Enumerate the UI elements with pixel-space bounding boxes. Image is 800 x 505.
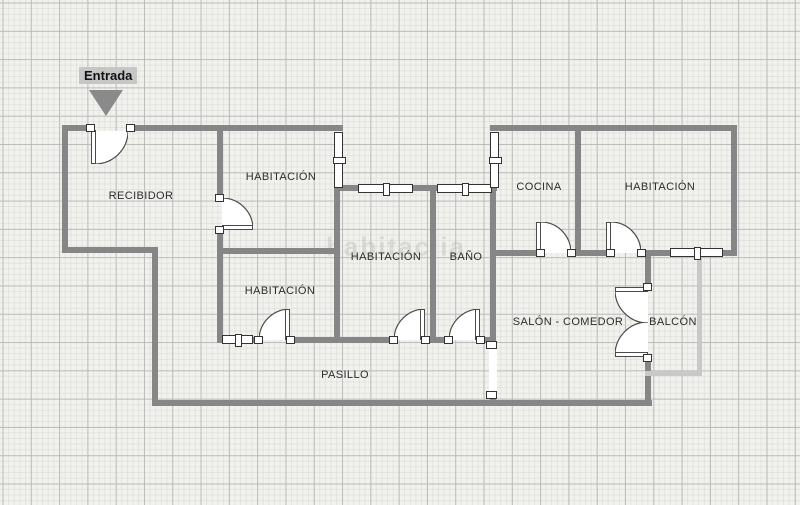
wall-segment: [62, 125, 88, 131]
window-icon: [489, 132, 502, 188]
wall-segment: [62, 247, 158, 253]
wall-segment: [217, 125, 223, 198]
wall-segment: [217, 230, 223, 343]
wall-segment: [425, 337, 449, 343]
door-jamb-marker: [389, 336, 398, 344]
door-jamb-marker: [643, 354, 652, 362]
wall-segment: [490, 185, 496, 347]
door-jamb-marker: [215, 226, 224, 234]
wall-segment: [337, 185, 497, 191]
door-jamb-marker: [286, 336, 295, 344]
door-leaf: [222, 225, 253, 230]
wall-segment: [62, 125, 68, 253]
door-jamb-marker: [254, 336, 263, 344]
door-jamb-marker: [126, 124, 135, 132]
room-label-balcon: BALCÓN: [649, 316, 697, 328]
room-label-habitacion-top-left: HABITACIÓN: [245, 171, 317, 183]
window-icon: [358, 183, 413, 196]
room-label-salon-comedor: SALÓN - COMEDOR: [512, 316, 624, 328]
door-jamb-marker: [476, 336, 485, 344]
door-icon: [541, 222, 571, 253]
entrance-arrow-icon: [89, 90, 123, 116]
room-label-cocina: COCINA: [516, 181, 562, 193]
window-icon: [333, 132, 346, 188]
room-label-habitacion-top-right: HABITACIÓN: [624, 181, 696, 193]
door-jamb-marker: [421, 336, 430, 344]
door-icon: [222, 198, 253, 229]
door-jamb-marker: [567, 249, 576, 257]
wall-segment: [571, 250, 611, 256]
room-label-recibidor: RECIBIDOR: [108, 190, 174, 202]
door-icon: [259, 309, 290, 340]
wall-segment: [490, 250, 539, 256]
door-jamb-marker: [215, 194, 224, 202]
door-jamb-marker: [444, 336, 453, 344]
balcony-wall-segment: [697, 256, 702, 374]
wall-segment: [480, 337, 496, 343]
wall-segment: [152, 400, 652, 406]
wall-segment: [217, 248, 340, 254]
wall-segment: [131, 125, 343, 131]
door-icon: [611, 222, 641, 253]
wall-segment: [575, 125, 581, 256]
door-jamb-marker: [637, 249, 646, 257]
door-icon: [449, 309, 480, 340]
entrance-label: Entrada: [79, 67, 138, 84]
door-jamb-marker: [606, 249, 615, 257]
wall-opening: [489, 349, 497, 393]
door-jamb-marker: [536, 249, 545, 257]
wall-segment: [290, 337, 394, 343]
door-icon: [394, 309, 425, 340]
door-jamb-marker: [86, 124, 95, 132]
balcony-wall-segment: [645, 371, 702, 376]
door-icon: [615, 322, 648, 355]
room-label-bano: BAÑO: [449, 251, 483, 263]
door-icon: [95, 131, 128, 164]
window-icon: [437, 183, 492, 196]
window-icon: [222, 334, 253, 347]
door-jamb-marker: [643, 283, 652, 291]
wall-segment: [490, 125, 737, 131]
wall-segment: [334, 185, 340, 343]
room-label-habitacion-lower-left: HABITACIÓN: [244, 285, 316, 297]
door-jamb-marker: [486, 341, 497, 349]
wall-segment: [731, 125, 737, 256]
window-icon: [670, 247, 723, 260]
wall-segment: [430, 185, 436, 343]
wall-segment: [152, 247, 158, 406]
wall-segment: [645, 355, 651, 406]
wall-segment: [645, 253, 651, 290]
door-jamb-marker: [486, 391, 497, 399]
watermark: habitaclia: [326, 231, 466, 262]
room-label-pasillo: PASILLO: [321, 369, 369, 381]
room-label-habitacion-center: HABITACIÓN: [350, 251, 422, 263]
door-leaf: [91, 130, 96, 164]
